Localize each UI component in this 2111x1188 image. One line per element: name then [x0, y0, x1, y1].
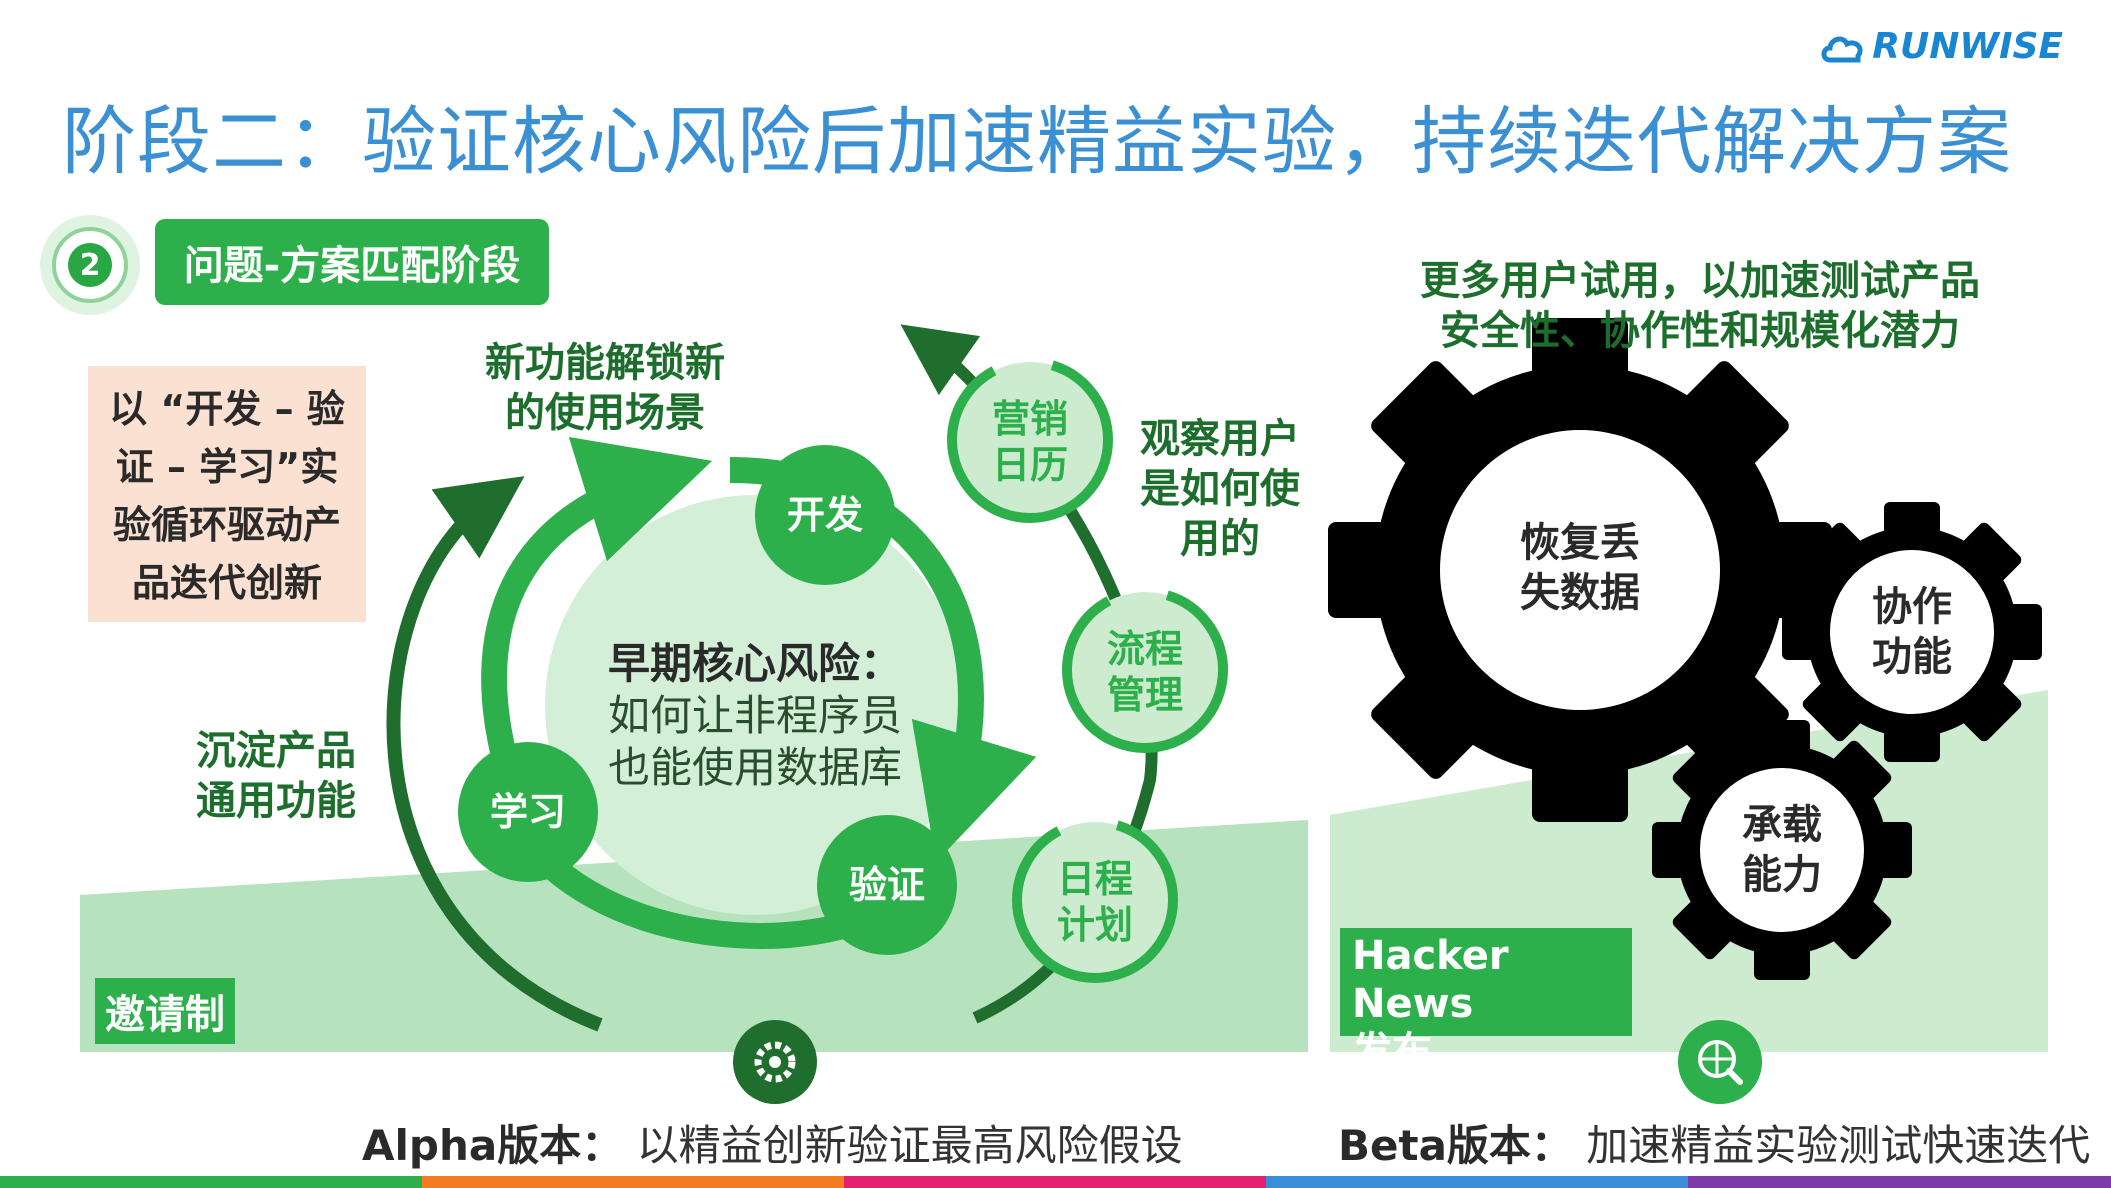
- gear-label-line: 失数据: [1520, 570, 1640, 616]
- intro-line: 验循环驱动产: [112, 503, 341, 547]
- beta-heading-line: 更多用户试用，以加速测试产品: [1420, 258, 1980, 304]
- logo-text: RUNWISE: [1872, 26, 2063, 67]
- feature-line: 计划: [1056, 903, 1133, 947]
- gear-icon: [733, 1020, 817, 1104]
- color-bar-pink: [844, 1176, 1266, 1188]
- observe-line: 观察用户: [1140, 416, 1300, 462]
- gear-label-line: 恢复丢: [1520, 520, 1640, 566]
- node-develop: 开发: [786, 493, 863, 537]
- consolidate-line: 沉淀产品: [196, 728, 356, 774]
- node-validate: 验证: [848, 863, 925, 907]
- color-bar-blue: [1266, 1176, 1688, 1188]
- page-title: 阶段二：验证核心风险后加速精益实验，持续迭代解决方案: [62, 99, 2012, 185]
- gear-label-line: 承载: [1742, 802, 1822, 848]
- feature-workflow: 流程 管理: [1085, 626, 1205, 718]
- consolidate-text: 沉淀产品 通用功能: [186, 726, 366, 826]
- beta-heading-line: 安全性、协作性和规模化潜力: [1440, 308, 1960, 354]
- unlock-line: 新功能解锁新: [485, 340, 725, 386]
- intro-box: 以 “开发 – 验 证 – 学习”实 验循环驱动产 品迭代创新: [88, 366, 366, 622]
- feature-scheduling: 日程 计划: [1035, 856, 1155, 948]
- color-bar-green: [0, 1176, 422, 1188]
- feature-line: 日程: [1056, 857, 1133, 901]
- runwise-logo: RUNWISE: [1820, 26, 2063, 67]
- intro-line: 以 “开发 – 验: [109, 387, 345, 431]
- gear-label-line: 能力: [1742, 852, 1822, 898]
- unlock-text: 新功能解锁新 的使用场景: [470, 338, 740, 438]
- gear-label-line: 协作: [1872, 584, 1952, 630]
- observe-text: 观察用户 是如何使 用的: [1120, 414, 1320, 564]
- observe-line: 用的: [1180, 516, 1260, 562]
- feature-line: 流程: [1106, 627, 1183, 671]
- color-bar-purple: [1688, 1176, 2111, 1188]
- alpha-caption-text: 以精益创新验证最高风险假设: [636, 1121, 1183, 1170]
- node-learn: 学习: [489, 790, 566, 834]
- step-number: 2: [68, 243, 112, 287]
- color-bar-orange: [422, 1176, 844, 1188]
- consolidate-arrow: [386, 476, 603, 1032]
- hacker-news-tag: Hacker News 发布: [1340, 928, 1632, 1075]
- beta-caption: Beta版本： 加速精益实验测试快速迭代: [1338, 1112, 2090, 1173]
- feature-line: 管理: [1106, 673, 1183, 717]
- step-ring: [52, 227, 128, 303]
- node-develop-circle: [755, 445, 895, 585]
- node-validate-circle: [817, 815, 957, 955]
- invite-tag: 邀请制: [95, 978, 235, 1044]
- node-learn-circle: [458, 742, 598, 882]
- intro-line: 证 – 学习”实: [115, 445, 339, 489]
- intro-line: 品迭代创新: [131, 561, 322, 605]
- beta-heading: 更多用户试用，以加速测试产品 安全性、协作性和规模化潜力: [1390, 256, 2010, 356]
- beta-caption-label: Beta版本：: [1338, 1121, 1573, 1170]
- cycle-ring-left: [481, 437, 713, 764]
- gear-medium-label: 协作 功能: [1832, 582, 1992, 682]
- feature-line: 营销: [991, 397, 1068, 441]
- stage-label: 问题-方案匹配阶段: [155, 219, 549, 305]
- feature-bubble-2: [1062, 587, 1228, 753]
- consolidate-line: 通用功能: [196, 778, 356, 824]
- gear-label-line: 功能: [1872, 634, 1952, 680]
- alpha-caption: Alpha版本： 以精益创新验证最高风险假设: [362, 1112, 1183, 1173]
- observe-line: 是如何使: [1140, 466, 1300, 512]
- gear-medium: [1782, 502, 2042, 762]
- feature-bubble-1: [947, 357, 1113, 523]
- cloud-icon: [1821, 36, 1863, 62]
- gear-large: [1328, 318, 1832, 822]
- hn-tag-line: 发布: [1352, 1029, 1432, 1075]
- unlock-line: 的使用场景: [505, 390, 705, 436]
- gear-small-label: 承载 能力: [1702, 800, 1862, 900]
- globe-search-icon: [1678, 1020, 1762, 1104]
- feature-bubble-3: [1012, 817, 1178, 983]
- feature-marketing-calendar: 营销 日历: [970, 396, 1090, 488]
- core-risk-line: 如何让非程序员: [607, 691, 902, 740]
- hn-tag-line: Hacker News: [1352, 933, 1509, 1027]
- gear-small: [1652, 720, 1912, 980]
- alpha-caption-label: Alpha版本：: [362, 1121, 624, 1170]
- core-risk-line: 也能使用数据库: [607, 743, 902, 792]
- feature-line: 日历: [991, 443, 1068, 487]
- core-risk-circle: [545, 495, 965, 915]
- core-risk-text: 早期核心风险： 如何让非程序员 也能使用数据库: [575, 638, 935, 794]
- gear-large-label: 恢复丢 失数据: [1480, 518, 1680, 618]
- core-risk-heading: 早期核心风险：: [607, 639, 902, 688]
- beta-caption-text: 加速精益实验测试快速迭代: [1586, 1121, 2091, 1170]
